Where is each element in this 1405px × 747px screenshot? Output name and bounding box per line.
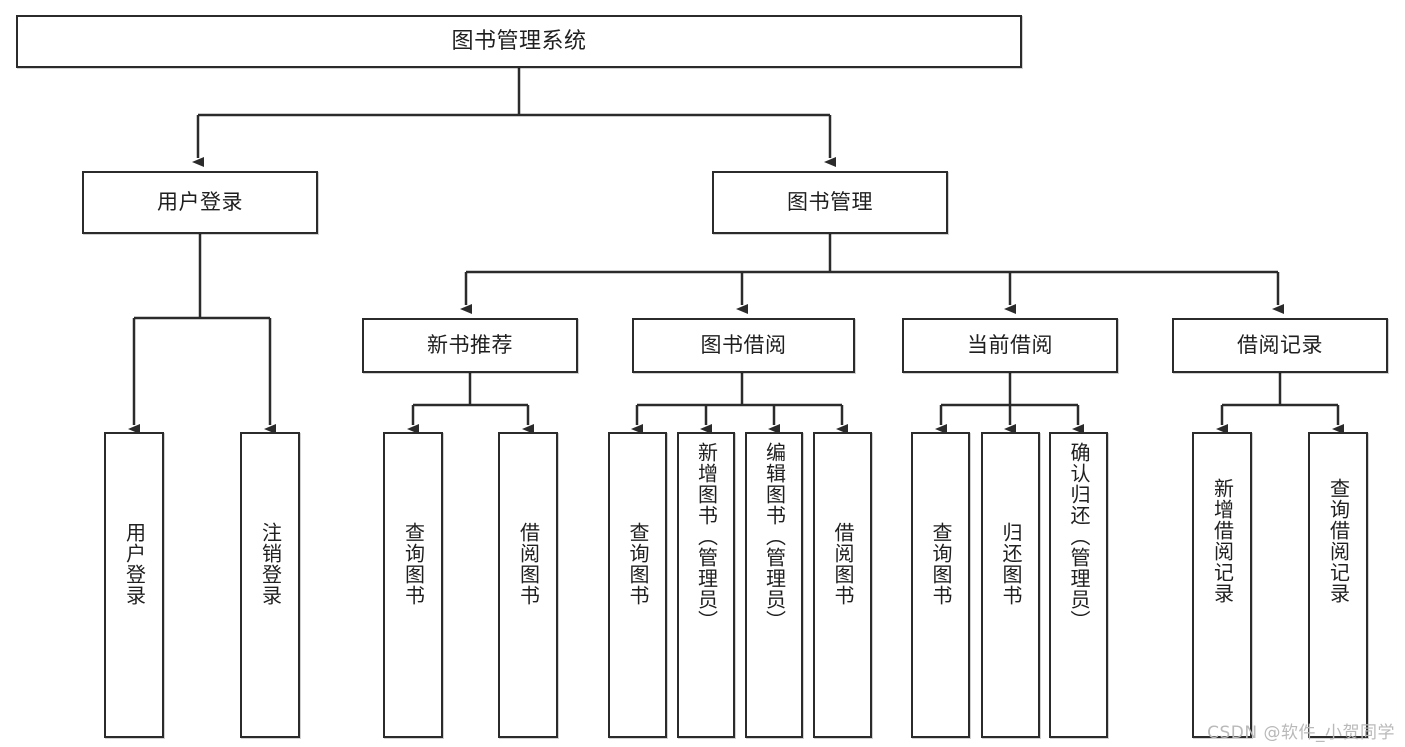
node-user-login[interactable]: 用户登录 [82,171,318,234]
node-label: 查询图书 [929,522,953,606]
node-label: 借阅图书 [516,522,541,606]
leaf-confirm-return[interactable]: 确认归还（管理员） [1049,432,1108,738]
leaf-add-book[interactable]: 新增图书（管理员） [677,432,735,738]
node-book-borrow[interactable]: 图书借阅 [632,318,855,373]
node-label: 查询借阅记录 [1326,478,1351,604]
leaf-query-book-borrow[interactable]: 查询图书 [608,432,667,738]
node-label: 编辑图书（管理员） [762,442,787,631]
leaf-user-login[interactable]: 用户登录 [104,432,164,738]
leaf-borrow-book-borrow[interactable]: 借阅图书 [813,432,872,738]
leaf-query-borrow-record[interactable]: 查询借阅记录 [1308,432,1368,738]
node-label: 新书推荐 [427,333,513,358]
node-label: 图书管理系统 [451,28,587,54]
node-label: 图书借阅 [700,333,787,358]
node-label: 查询图书 [401,522,426,606]
leaf-add-borrow-record[interactable]: 新增借阅记录 [1192,432,1252,738]
node-label: 用户登录 [122,522,147,606]
leaf-query-book-recommend[interactable]: 查询图书 [383,432,443,738]
node-label: 查询图书 [626,522,650,606]
leaf-edit-book[interactable]: 编辑图书（管理员） [745,432,803,738]
node-label: 确认归还（管理员） [1067,442,1091,631]
node-root-system[interactable]: 图书管理系统 [16,15,1022,68]
node-new-book-recommend[interactable]: 新书推荐 [362,318,578,373]
node-label: 借阅图书 [831,522,855,606]
node-label: 当前借阅 [967,333,1053,358]
node-label: 注销登录 [258,522,283,606]
leaf-query-book-current[interactable]: 查询图书 [911,432,970,738]
node-label: 新增借阅记录 [1210,478,1235,604]
leaf-borrow-book-recommend[interactable]: 借阅图书 [498,432,558,738]
node-label: 图书管理 [787,190,873,215]
node-label: 用户登录 [157,190,243,215]
node-label: 新增图书（管理员） [694,442,719,631]
node-borrow-record[interactable]: 借阅记录 [1172,318,1388,373]
node-label: 归还图书 [999,522,1023,606]
node-current-borrow[interactable]: 当前借阅 [902,318,1118,373]
node-book-manage[interactable]: 图书管理 [712,171,948,234]
leaf-return-book[interactable]: 归还图书 [981,432,1040,738]
node-label: 借阅记录 [1237,333,1323,358]
leaf-user-logout[interactable]: 注销登录 [240,432,300,738]
